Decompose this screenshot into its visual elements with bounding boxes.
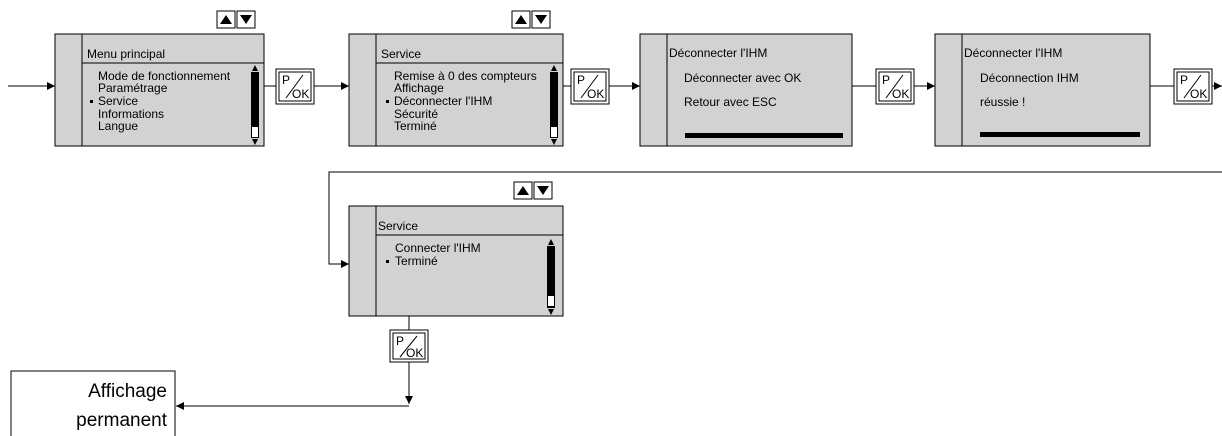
screen-title: Service <box>381 47 421 61</box>
scrollbar-icon <box>550 65 558 145</box>
final-display-box: Affichage permanent <box>10 370 176 436</box>
menu-item: Langue <box>98 119 138 133</box>
selection-bullet-icon <box>386 100 389 103</box>
screen-disconnect-success: Déconnecter l'IHM Déconnection IHM réuss… <box>934 33 1151 147</box>
menu-item-selected: Déconnecter l'IHM <box>394 94 492 108</box>
menu-item-selected: Service <box>98 94 138 108</box>
p-ok-keys: P OK P OK P OK P OK P <box>275 68 1213 363</box>
screen-disconnect-prompt: Déconnecter l'IHM Déconnecter avec OK Re… <box>639 33 853 147</box>
menu-item: Remise à 0 des compteurs <box>394 69 537 83</box>
screen-frame <box>348 33 564 147</box>
screen-service-reconnect: Service Connecter l'IHM Terminé <box>348 205 564 317</box>
menu-item: Mode de fonctionnement <box>98 69 231 83</box>
p-ok-key-icon: P OK <box>570 68 610 105</box>
p-ok-key-icon: P OK <box>875 68 915 105</box>
screen-title: Service <box>378 219 418 233</box>
prompt-line: Retour avec ESC <box>684 95 777 109</box>
final-box-line1: Affichage <box>88 381 167 402</box>
screen-frame <box>54 33 265 147</box>
ok-key-label: OK <box>406 346 423 360</box>
screen-title: Déconnecter l'IHM <box>964 46 1062 60</box>
scrollbar-icon <box>251 65 259 145</box>
menu-item: Paramétrage <box>98 81 168 95</box>
scrollbar-icon <box>547 239 555 315</box>
progress-bar <box>685 133 843 138</box>
arrow-keys-screen-5 <box>513 181 553 200</box>
p-key-label: P <box>282 73 290 87</box>
p-ok-key-icon: P OK <box>389 329 429 363</box>
screen-title: Déconnecter l'IHM <box>669 46 767 60</box>
screen-frame <box>934 33 1151 147</box>
ok-key-label: OK <box>892 87 909 101</box>
selection-bullet-icon <box>386 260 389 263</box>
p-key-label: P <box>577 73 585 87</box>
p-ok-key-icon: P OK <box>1173 68 1213 105</box>
p-ok-key-icon: P OK <box>275 68 315 105</box>
screen-menu-principal: Menu principal Mode de fonctionnement Pa… <box>54 33 265 147</box>
arrow-keys-screen-2 <box>511 10 551 29</box>
menu-item: Informations <box>98 107 164 121</box>
arrow-keys-screen-1 <box>216 10 256 29</box>
prompt-line: Déconnecter avec OK <box>684 71 801 85</box>
return-line <box>328 171 1222 268</box>
ok-key-label: OK <box>587 87 604 101</box>
menu-item: Sécurité <box>394 107 438 121</box>
ok-key-label: OK <box>292 87 309 101</box>
screen-frame <box>348 205 564 317</box>
selection-bullet-icon <box>90 100 93 103</box>
arrow-keys-group <box>216 10 553 200</box>
message-line: réussie ! <box>980 95 1025 109</box>
p-key-label: P <box>396 334 404 348</box>
menu-item: Connecter l'IHM <box>395 241 481 255</box>
message-line: Déconnection IHM <box>980 71 1079 85</box>
ok-key-label: OK <box>1190 87 1207 101</box>
screen-service: Service Remise à 0 des compteurs Afficha… <box>348 33 564 147</box>
screen-frame <box>639 33 853 147</box>
p-key-label: P <box>882 73 890 87</box>
p-key-label: P <box>1180 73 1188 87</box>
menu-item-selected: Terminé <box>395 254 438 268</box>
menu-item: Affichage <box>394 81 444 95</box>
menu-item: Terminé <box>394 119 437 133</box>
screen-title: Menu principal <box>87 47 165 61</box>
final-box-line2: permanent <box>76 410 168 431</box>
progress-bar <box>980 132 1140 137</box>
